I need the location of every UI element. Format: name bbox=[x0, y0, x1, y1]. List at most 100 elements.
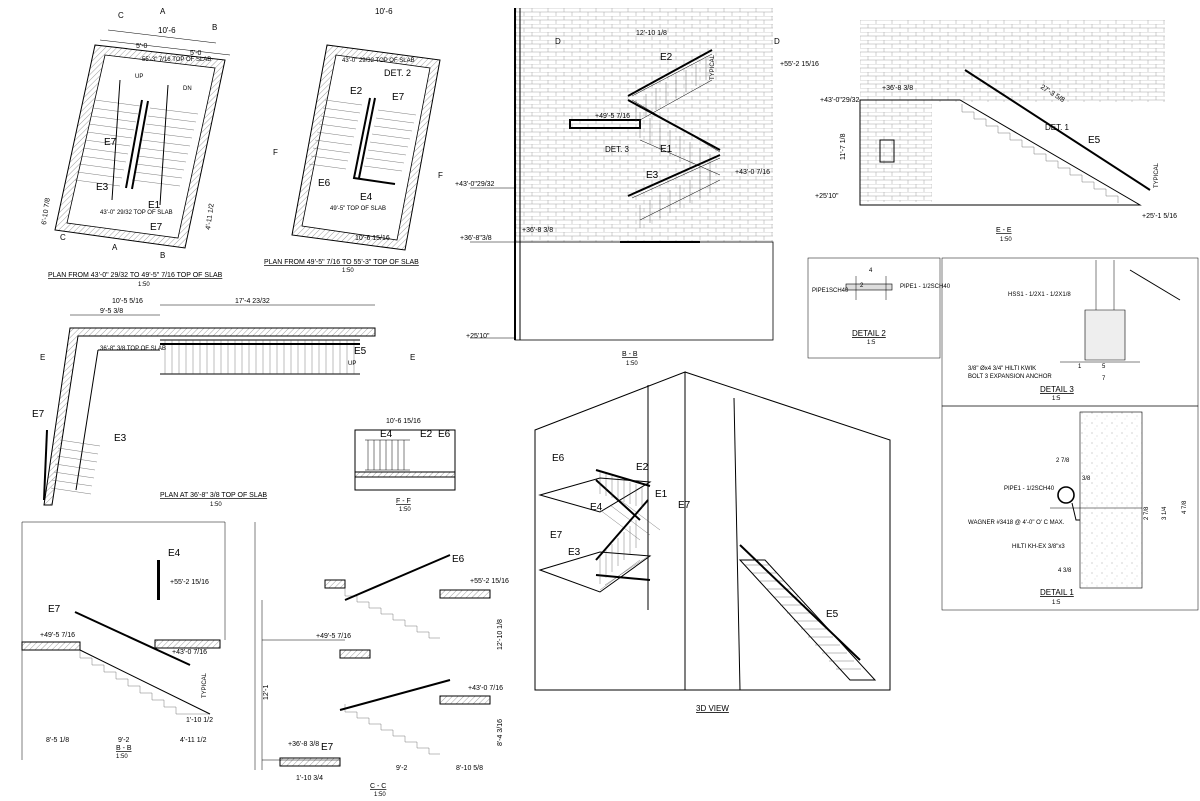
bb-level-4: +55'-2 15/16 bbox=[780, 61, 819, 68]
plan1-dim-top: 10'-6 bbox=[158, 26, 176, 35]
cc-scale: 1:50 bbox=[374, 792, 386, 798]
cc-dim-upper: 12'-10 1/8 bbox=[497, 619, 504, 650]
tag-e7: E7 bbox=[104, 137, 117, 148]
tag-e7-bb2: E7 bbox=[48, 604, 61, 615]
plan3-dim-b: 9'-5 3/8 bbox=[100, 308, 123, 315]
tag-e3-bb: E3 bbox=[646, 170, 659, 181]
plan2-title: PLAN FROM 49'-5" 7/16 TO 55'-3" TOP OF S… bbox=[264, 259, 419, 266]
tag-e2-bb: E2 bbox=[660, 52, 673, 63]
plan3-treads bbox=[164, 340, 355, 374]
svg-text:E2: E2 bbox=[350, 86, 363, 97]
plan3-up: UP bbox=[348, 361, 356, 367]
d3-dim-5: 5 bbox=[1102, 364, 1106, 370]
cc-dim-c: 8'-10 5/8 bbox=[456, 765, 483, 772]
d2-dim-4: 4 bbox=[869, 268, 873, 274]
svg-text:E3: E3 bbox=[114, 433, 127, 444]
svg-text:E4: E4 bbox=[360, 192, 373, 203]
dn-label: DN bbox=[183, 86, 192, 92]
d1-dim5: 4 3/8 bbox=[1058, 568, 1072, 574]
tag-e3-3d: E3 bbox=[568, 547, 581, 558]
tag-e6-ff: E6 bbox=[438, 429, 451, 440]
up-arrow-label: UP bbox=[135, 74, 143, 80]
plan1-title: PLAN FROM 43'-0" 29/32 TO 49'-5" 7/16 TO… bbox=[48, 272, 223, 279]
svg-text:E7: E7 bbox=[150, 222, 163, 233]
marker-e: E bbox=[40, 353, 45, 362]
tag-e7b-3d: E7 bbox=[550, 530, 563, 541]
marker-a-2: A bbox=[112, 243, 118, 252]
marker-c-2: C bbox=[60, 233, 66, 242]
bb-level-6: +43'-0 7/16 bbox=[735, 169, 770, 176]
tag-e7-p2: E7 bbox=[392, 92, 405, 103]
svg-text:E4: E4 bbox=[380, 429, 393, 440]
section-cc: E6 E7 +55'-2 15/16 +49'-5 7/16 +43'-0 7/… bbox=[254, 522, 509, 798]
d1-title: DETAIL 1 bbox=[1040, 588, 1074, 597]
ee-level-3: +25'-1 5/16 bbox=[1142, 213, 1177, 220]
svg-text:E5: E5 bbox=[354, 346, 367, 357]
d1-dim2: 3/8 bbox=[1082, 476, 1091, 482]
plan-2: 10'-6 43'-0" 29/32 TOP OF SLAB DET. 2 49… bbox=[264, 7, 443, 274]
d3-hss: HSS1 - 1/2X1 - 1/2X1/8 bbox=[1008, 292, 1071, 298]
bb-level-3: +25'10" bbox=[466, 333, 490, 340]
ee-level-4: +36'-8 3/8 bbox=[882, 85, 913, 92]
plan2-slab-note: 43'-0" 29/32 TOP OF SLAB bbox=[342, 58, 415, 64]
d1-dim1: 2 7/8 bbox=[1056, 458, 1070, 464]
svg-text:E7: E7 bbox=[321, 742, 334, 753]
svg-text:E1: E1 bbox=[655, 489, 668, 500]
plan3-slab-note: 36'-8" 3/8 TOP OF SLAB bbox=[100, 346, 166, 352]
plan1-slab-note-2: 43'-0" 29/32 TOP OF SLAB bbox=[100, 210, 173, 216]
d2-scale: 1:5 bbox=[867, 340, 876, 346]
plan2-dim-top: 10'-6 bbox=[375, 7, 393, 16]
section-bb-bottom: E4 E7 +55'-2 15/16 +49'-5 7/16 +43'-0 7/… bbox=[21, 521, 226, 760]
d2-title: DETAIL 2 bbox=[852, 329, 886, 338]
marker-d-2: D bbox=[774, 37, 780, 46]
bb2-level-2: +49'-5 7/16 bbox=[40, 632, 75, 639]
bb-level-2: +36'-8"3/8 bbox=[460, 235, 492, 242]
svg-text:E3: E3 bbox=[568, 547, 581, 558]
d3-anchor2: BOLT 3 EXPANSION ANCHOR bbox=[968, 374, 1052, 380]
plan2-dim-bottom: 10'-6 15/16 bbox=[355, 235, 390, 242]
d3-dim-7: 7 bbox=[1102, 376, 1106, 382]
bb-level-7: +36'-8 3/8 bbox=[522, 227, 553, 234]
marker-d: D bbox=[555, 37, 561, 46]
svg-text:E6: E6 bbox=[438, 429, 451, 440]
svg-text:E6: E6 bbox=[552, 453, 565, 464]
tag-e1-bb: E1 bbox=[660, 144, 673, 155]
tag-e5: E5 bbox=[354, 346, 367, 357]
detail-3: HSS1 - 1/2X1 - 1/2X1/8 3/8" Øx4 3/4" HIL… bbox=[941, 257, 1199, 407]
ee-scale: 1:50 bbox=[1000, 237, 1012, 243]
d1-hilti: HILTI KH-EX 3/8"x3 bbox=[1012, 544, 1065, 550]
plan3-title: PLAN AT 36'-8" 3/8 TOP OF SLAB bbox=[160, 492, 267, 499]
bb-top-title: B - B bbox=[622, 351, 638, 358]
tag-e1-3d: E1 bbox=[655, 489, 668, 500]
plan-3: 10'-5 5/16 9'-5 3/8 17'-4 23/32 36'-8" 3… bbox=[32, 298, 415, 508]
bb2-level-3: +43'-0 7/16 bbox=[172, 649, 207, 656]
tag-e2: E2 bbox=[350, 86, 363, 97]
bb2-level-1: +55'-2 15/16 bbox=[170, 579, 209, 586]
svg-text:E7: E7 bbox=[104, 137, 117, 148]
d1-scale: 1:5 bbox=[1052, 600, 1061, 606]
svg-text:E1: E1 bbox=[660, 144, 673, 155]
svg-text:E7: E7 bbox=[678, 500, 691, 511]
cc-level-3: +43'-0 7/16 bbox=[468, 685, 503, 692]
marker-c: C bbox=[118, 11, 124, 20]
tag-e2-ff: E2 bbox=[420, 429, 433, 440]
cc-level-2: +49'-5 7/16 bbox=[316, 633, 351, 640]
ee-title: E - E bbox=[996, 227, 1012, 234]
section-ee: +43'-0"29/32 +25'10" +25'-1 5/16 +36'-8 … bbox=[815, 20, 1177, 243]
ee-det1: DET. 1 bbox=[1045, 123, 1070, 132]
marker-f-2: F bbox=[438, 171, 443, 180]
d1-wagner: WAGNER #3418 @ 4'-0" O' C MAX. bbox=[968, 520, 1065, 526]
tag-e5-3d: E5 bbox=[826, 609, 839, 620]
tag-e3-p3: E3 bbox=[114, 433, 127, 444]
cc-dim-a: 1'-10 3/4 bbox=[296, 775, 323, 782]
svg-text:E7: E7 bbox=[32, 409, 45, 420]
tag-e4-3d: E4 bbox=[590, 502, 603, 513]
d1-dim3: 2 7/8 bbox=[1144, 506, 1150, 520]
plan3-scale: 1:50 bbox=[210, 502, 222, 508]
plan1-slab-note: 55'-3" 7/16 TOP OF SLAB bbox=[142, 57, 211, 63]
view-3d: E6 E2 E1 E4 E7 E7 E3 E5 3D VIEW bbox=[534, 371, 891, 713]
bb2-dim-2: 9'-2 bbox=[118, 737, 130, 744]
cc-dim-height: 12'-1 bbox=[263, 685, 270, 700]
d2-dim-2: 2 bbox=[860, 283, 864, 289]
svg-text:E3: E3 bbox=[646, 170, 659, 181]
